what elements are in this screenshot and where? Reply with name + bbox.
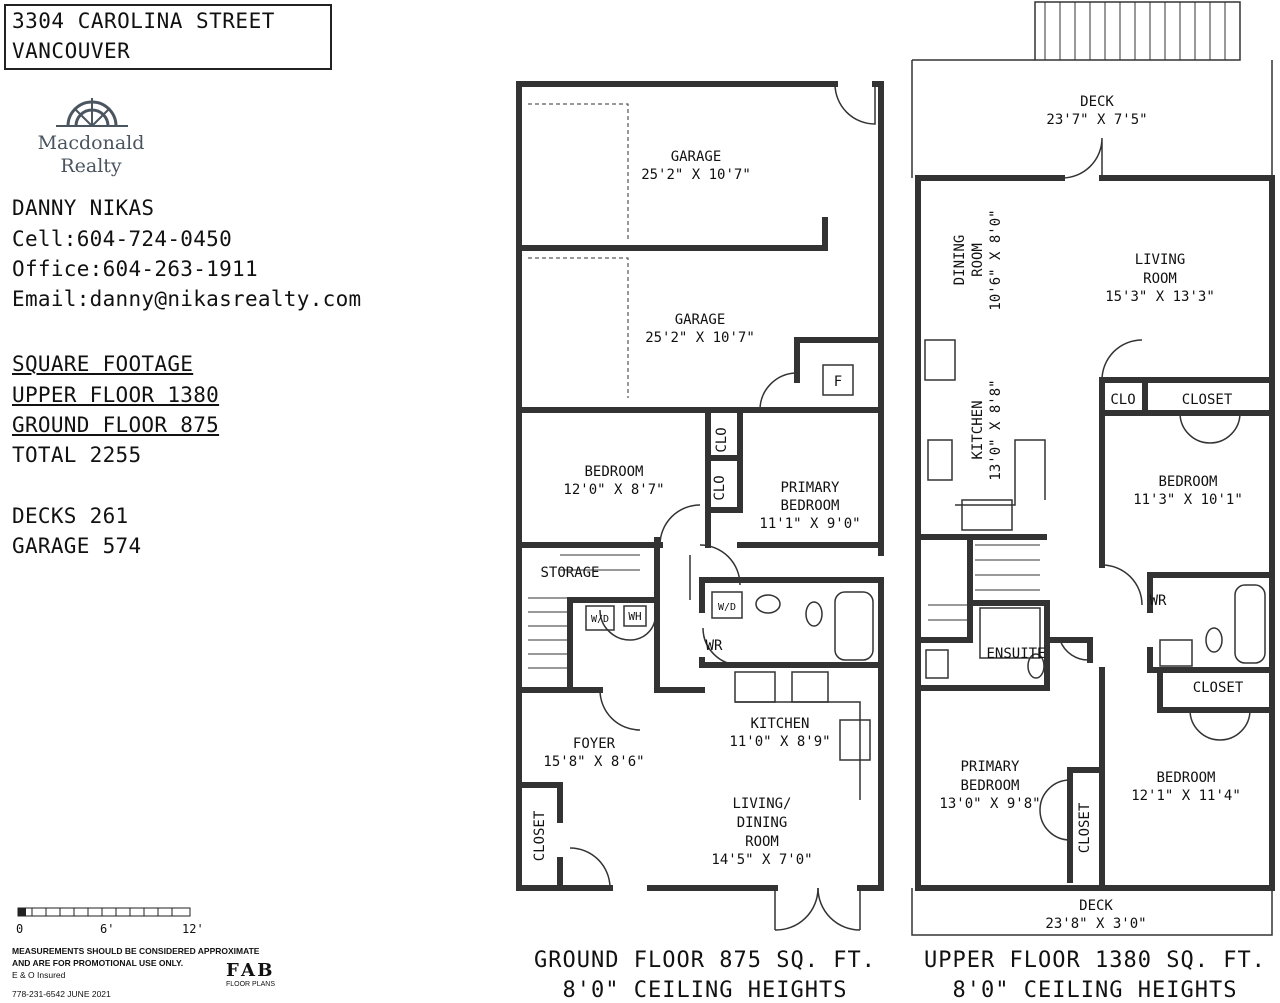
scale-label-12: 12' — [182, 922, 204, 936]
note-line4: 778-231-6542 JUNE 2021 — [12, 989, 111, 999]
address-box: 3304 CAROLINA STREET VANCOUVER — [4, 4, 332, 70]
g-furnace: F — [834, 374, 842, 390]
g-foyer-name: FOYER — [573, 736, 616, 752]
logo-line2: Realty — [60, 155, 122, 177]
g-bedroom-dim: 12'0" X 8'7" — [563, 482, 664, 498]
upper-floor-labels: DECK 23'7" X 7'5" DINING ROOM 10'6" X 8'… — [939, 94, 1243, 932]
upper-floor-ceiling: 8'0" CEILING HEIGHTS — [952, 978, 1238, 1003]
g-clo2: CLO — [712, 475, 728, 500]
note-line2: AND ARE FOR PROMOTIONAL USE ONLY. — [12, 958, 184, 968]
agent-office: Office:604-263-1911 — [12, 257, 258, 281]
u-living-name1: LIVING — [1135, 252, 1186, 268]
u-deck-top-dim: 23'7" X 7'5" — [1046, 112, 1147, 128]
u-bedroom1-name: BEDROOM — [1158, 474, 1217, 490]
g-wd2: W/D — [718, 602, 736, 613]
u-closet2: CLOSET — [1193, 680, 1244, 696]
u-primary-dim: 13'0" X 9'8" — [939, 796, 1040, 812]
address-city: VANCOUVER — [12, 39, 131, 63]
g-wd1: W/D — [591, 614, 609, 625]
agent-name: DANNY NIKAS — [12, 196, 155, 220]
g-living-name3: ROOM — [745, 834, 779, 850]
g-garage2-name: GARAGE — [675, 312, 726, 328]
scale-label-6: 6' — [100, 922, 115, 936]
u-dining-dim: 10'6" X 8'0" — [988, 209, 1004, 310]
ground-floor-plan — [516, 81, 884, 931]
u-bedroom2-dim: 12'1" X 11'4" — [1131, 788, 1241, 804]
fab-floor-plans-logo: F A B FLOOR PLANS — [226, 960, 286, 1000]
u-primary-name1: PRIMARY — [960, 759, 1020, 775]
g-primary-dim: 11'1" X 9'0" — [759, 516, 860, 532]
g-foyer-dim: 15'8" X 8'6" — [543, 754, 644, 770]
u-living-name2: ROOM — [1143, 271, 1177, 287]
compass-rose-logo-icon — [56, 98, 128, 127]
u-closet3: CLOSET — [1077, 802, 1093, 853]
upper-floor-plan — [911, 1, 1275, 936]
u-clo: CLO — [1110, 392, 1135, 408]
g-living-name1: LIVING/ — [732, 796, 791, 812]
g-kitchen-dim: 11'0" X 8'9" — [729, 734, 830, 750]
u-dining-name1: DINING — [952, 235, 968, 286]
u-primary-name2: BEDROOM — [960, 778, 1019, 794]
macdonald-realty-logo: Macdonald Realty — [36, 88, 146, 180]
g-garage1-name: GARAGE — [671, 149, 722, 165]
u-bedroom1-dim: 11'3" X 10'1" — [1133, 492, 1243, 508]
u-ensuite: ENSUITE — [986, 646, 1045, 662]
note-line1: MEASUREMENTS SHOULD BE CONSIDERED APPROX… — [12, 946, 260, 956]
u-closet1: CLOSET — [1182, 392, 1233, 408]
g-kitchen-name: KITCHEN — [750, 716, 809, 732]
agent-email[interactable]: Email:danny@nikasrealty.com — [12, 287, 362, 311]
fab-logo-text: F A B — [226, 960, 273, 981]
u-wr: WR — [1150, 593, 1167, 609]
u-dining-name2: ROOM — [970, 243, 986, 277]
ground-floor-ceiling: 8'0" CEILING HEIGHTS — [562, 978, 848, 1003]
u-deck-top-name: DECK — [1080, 94, 1114, 110]
footage-ground: GROUND FLOOR 875 — [12, 413, 220, 437]
g-primary-name1: PRIMARY — [780, 480, 840, 496]
scale-bar: 0 6' 12' — [16, 898, 204, 938]
g-clo1: CLO — [714, 427, 730, 452]
footage-heading: SQUARE FOOTAGE — [12, 352, 194, 376]
g-garage2-dim: 25'2" X 10'7" — [645, 330, 755, 346]
footage-decks: DECKS 261 — [12, 504, 129, 528]
address-street: 3304 CAROLINA STREET — [12, 9, 275, 33]
g-wh: WH — [628, 610, 641, 623]
g-garage1-dim: 25'2" X 10'7" — [641, 167, 751, 183]
u-deck-bottom-name: DECK — [1079, 898, 1113, 914]
g-living-dim: 14'5" X 7'0" — [711, 852, 812, 868]
g-storage: STORAGE — [540, 565, 599, 581]
upper-floor-title: UPPER FLOOR 1380 SQ. FT. — [924, 948, 1266, 973]
footage-garage: GARAGE 574 — [12, 534, 142, 558]
u-living-dim: 15'3" X 13'3" — [1105, 289, 1215, 305]
logo-line1: Macdonald — [37, 132, 145, 154]
agent-cell: Cell:604-724-0450 — [12, 227, 233, 251]
footage-upper: UPPER FLOOR 1380 — [12, 383, 220, 407]
u-kitchen-name: KITCHEN — [970, 400, 986, 459]
note-line3: E & O Insured — [12, 970, 66, 980]
u-bedroom2-name: BEDROOM — [1156, 770, 1215, 786]
ground-floor-labels: GARAGE 25'2" X 10'7" GARAGE 25'2" X 10'7… — [532, 149, 861, 868]
fab-logo-sub: FLOOR PLANS — [226, 981, 276, 988]
g-bedroom-name: BEDROOM — [584, 464, 643, 480]
g-primary-name2: BEDROOM — [780, 498, 839, 514]
ground-floor-title: GROUND FLOOR 875 SQ. FT. — [534, 948, 876, 973]
u-kitchen-dim: 13'0" X 8'8" — [988, 379, 1004, 480]
u-deck-bottom-dim: 23'8" X 3'0" — [1045, 916, 1146, 932]
g-closet: CLOSET — [532, 810, 548, 861]
g-living-name2: DINING — [737, 815, 788, 831]
footage-total: TOTAL 2255 — [12, 443, 142, 467]
scale-label-0: 0 — [16, 922, 24, 936]
g-wr: WR — [706, 638, 723, 654]
